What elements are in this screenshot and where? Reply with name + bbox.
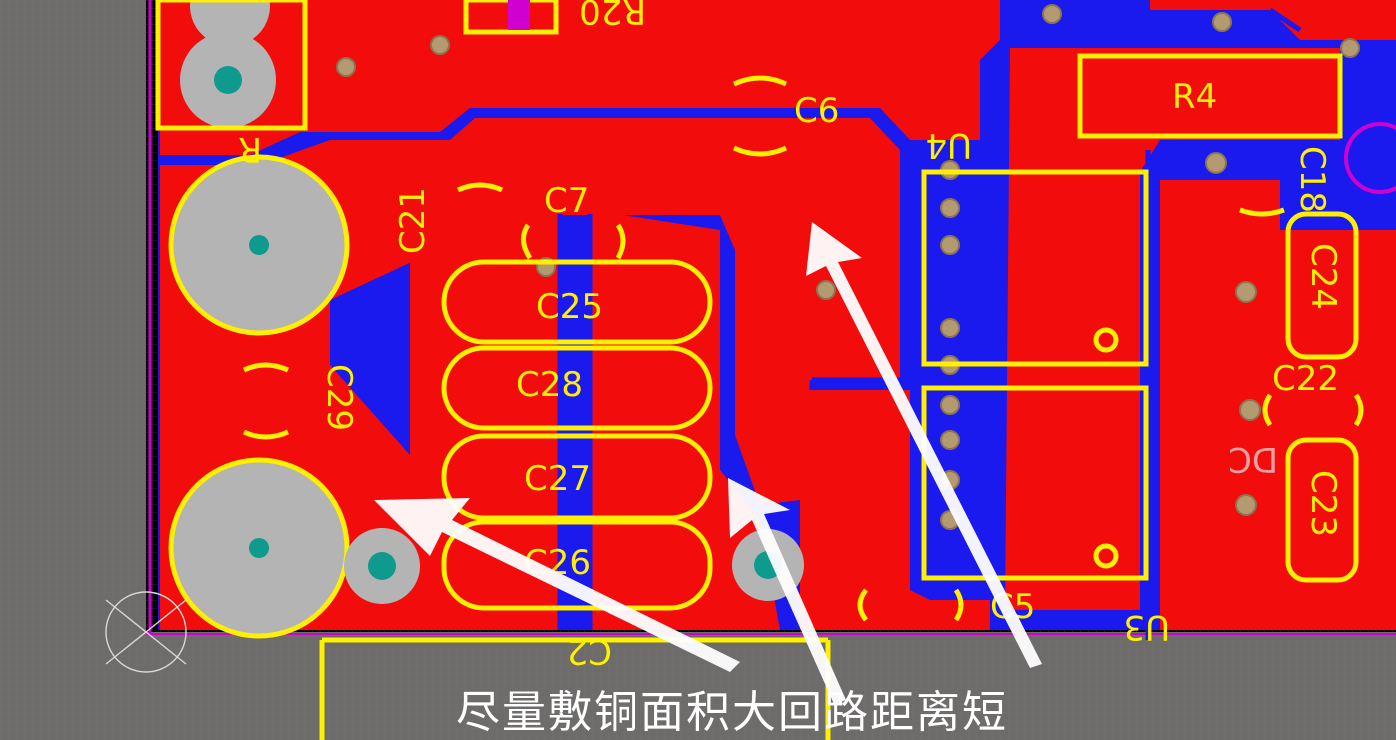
label-dc: DC [1228,439,1278,479]
label-c23: C23 [1303,470,1343,537]
label-c28: C28 [516,365,583,405]
arrow-right-icon [806,222,1042,668]
pad-top-left [180,0,276,128]
label-c18: C18 [1292,146,1332,213]
annotation-caption: 尽量敷铜面积大回路距离短 [456,687,1008,738]
label-c22: C22 [1272,359,1339,399]
label-c6: C6 [794,91,839,131]
label-c25: C25 [536,287,603,327]
label-u3: U3 [1123,607,1170,647]
annotation-arrows [374,222,1042,704]
pad-terminal-upper [168,154,350,336]
label-r20: R20 [579,0,646,31]
vias [336,4,1360,530]
component-outline-right [1344,122,1396,194]
label-c27: C27 [524,459,591,499]
label-r: R [238,129,262,169]
pad-terminal-lower [168,457,420,639]
label-c29: C29 [319,364,359,431]
arrow-middle-icon [728,478,846,704]
arrow-left-icon [374,498,740,672]
label-r4: R4 [1172,77,1217,117]
silkscreen [155,0,1364,740]
label-c7: C7 [544,181,589,221]
component-pad-r20 [508,0,530,30]
designator-labels: R R20 R4 C6 U4 C18 C21 C7 C24 C25 C28 C2… [238,0,1343,671]
label-c21: C21 [393,187,433,254]
origin-marker-icon [105,591,187,673]
label-u4: U4 [925,125,972,165]
label-c2: C2 [567,631,612,671]
label-c24: C24 [1303,243,1343,310]
